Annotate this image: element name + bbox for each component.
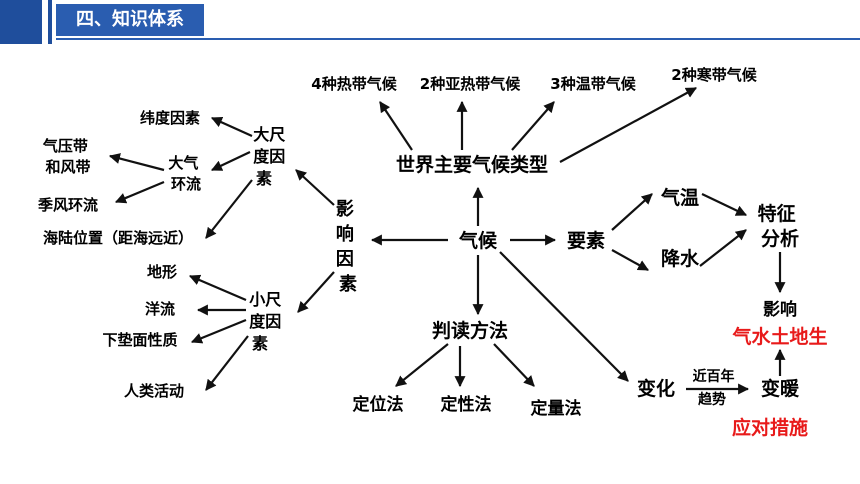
edge-reading-positioning <box>395 343 449 387</box>
node-micro: 小尺 度因 素 <box>249 290 287 353</box>
node-feature-line-1: 特征 <box>758 202 796 225</box>
node-precipitation: 降水 <box>661 247 700 270</box>
node-change: 变化 <box>637 377 675 400</box>
edge-climate-change <box>499 251 629 382</box>
node-trend-line-2: 趋势 <box>698 391 726 408</box>
node-trend-line-1: 近百年 <box>693 368 735 385</box>
nodes: 气候 影 响 因 素 世界主要气候类型 4种热带气候 2种亚热带气候 3种温带气… <box>38 66 828 439</box>
node-temperate: 3种温带气候 <box>550 75 636 93</box>
node-pressure-wind: 气压带 和风带 <box>42 137 93 176</box>
node-monsoon: 季风环流 <box>38 196 98 214</box>
node-circulation: 大气 环流 <box>168 154 203 193</box>
edge-types-tropical <box>379 101 413 151</box>
node-feature-line-2: 分析 <box>761 227 799 250</box>
node-impact: 影响 <box>763 299 797 320</box>
edge-circ-pressure <box>108 153 165 172</box>
node-subtropical: 2种亚热带气候 <box>420 75 521 93</box>
node-impact-targets: 气水土地生 <box>731 325 827 348</box>
node-quantitative: 定量法 <box>531 398 582 419</box>
node-positioning: 定位法 <box>353 394 404 415</box>
node-climate: 气候 <box>458 229 498 252</box>
node-pressure-wind-line-2: 和风带 <box>45 158 90 176</box>
header-accent-stripe <box>42 0 48 44</box>
edge-macro-circulation <box>211 151 251 171</box>
node-macro-line-1: 大尺 <box>253 125 285 144</box>
node-trend: 近百年 趋势 <box>693 368 740 408</box>
node-influence-line-1: 影 <box>336 199 354 220</box>
edge-elements-precip <box>611 249 649 271</box>
edge-macro-latitude <box>210 116 253 138</box>
node-elements: 要素 <box>567 229 605 252</box>
edge-temp-feature <box>701 193 747 216</box>
edges <box>108 87 786 395</box>
edge-precip-feature <box>699 229 747 267</box>
node-influence-line-3: 因 <box>336 249 354 270</box>
node-tropical: 4种热带气候 <box>311 75 397 93</box>
node-influence-line-2: 响 <box>336 223 354 245</box>
node-macro-line-3: 素 <box>256 169 272 188</box>
edge-influence-macro <box>295 169 335 206</box>
node-human: 人类活动 <box>124 382 184 400</box>
edge-influence-micro <box>297 271 335 313</box>
node-reading: 判读方法 <box>432 319 508 342</box>
node-land-sea: 海陆位置（距海远近） <box>43 229 193 247</box>
node-terrain: 地形 <box>147 263 177 281</box>
node-circulation-line-2: 环流 <box>171 175 201 193</box>
edge-micro-human <box>205 335 249 391</box>
header-bar: 四、知识体系 <box>0 0 860 44</box>
edge-circ-monsoon <box>114 180 165 204</box>
edge-macro-landsea <box>205 179 253 239</box>
node-macro-line-2: 度因 <box>253 147 285 166</box>
node-warming: 变暖 <box>761 377 800 400</box>
node-micro-line-2: 度因 <box>249 312 281 331</box>
node-world-types: 世界主要气候类型 <box>396 153 548 176</box>
node-micro-line-3: 素 <box>252 334 268 353</box>
node-pressure-wind-line-1: 气压带 <box>42 137 88 155</box>
node-response: 应对措施 <box>732 416 808 439</box>
edge-types-temperate <box>511 101 555 151</box>
node-macro: 大尺 度因 素 <box>253 125 291 188</box>
edge-micro-underlying <box>190 318 247 344</box>
edge-types-cold <box>559 87 697 163</box>
node-influence-line-4: 素 <box>339 274 357 295</box>
header-underline <box>56 38 860 40</box>
node-cold: 2种寒带气候 <box>671 66 757 84</box>
node-latitude: 纬度因素 <box>140 109 200 127</box>
edge-reading-quantitative <box>493 343 535 387</box>
node-temperature: 气温 <box>660 186 699 209</box>
node-feature: 特征 分析 <box>758 202 803 250</box>
node-circulation-line-1: 大气 <box>168 154 198 172</box>
edge-elements-temp <box>611 193 653 231</box>
node-influence: 影 响 因 素 <box>336 199 360 295</box>
edge-micro-terrain <box>188 274 247 302</box>
node-ocean-current: 洋流 <box>145 300 175 318</box>
node-qualitative: 定性法 <box>441 394 492 415</box>
node-micro-line-1: 小尺 <box>249 290 281 309</box>
node-underlying: 下垫面性质 <box>102 331 177 349</box>
section-title: 四、知识体系 <box>56 4 204 36</box>
